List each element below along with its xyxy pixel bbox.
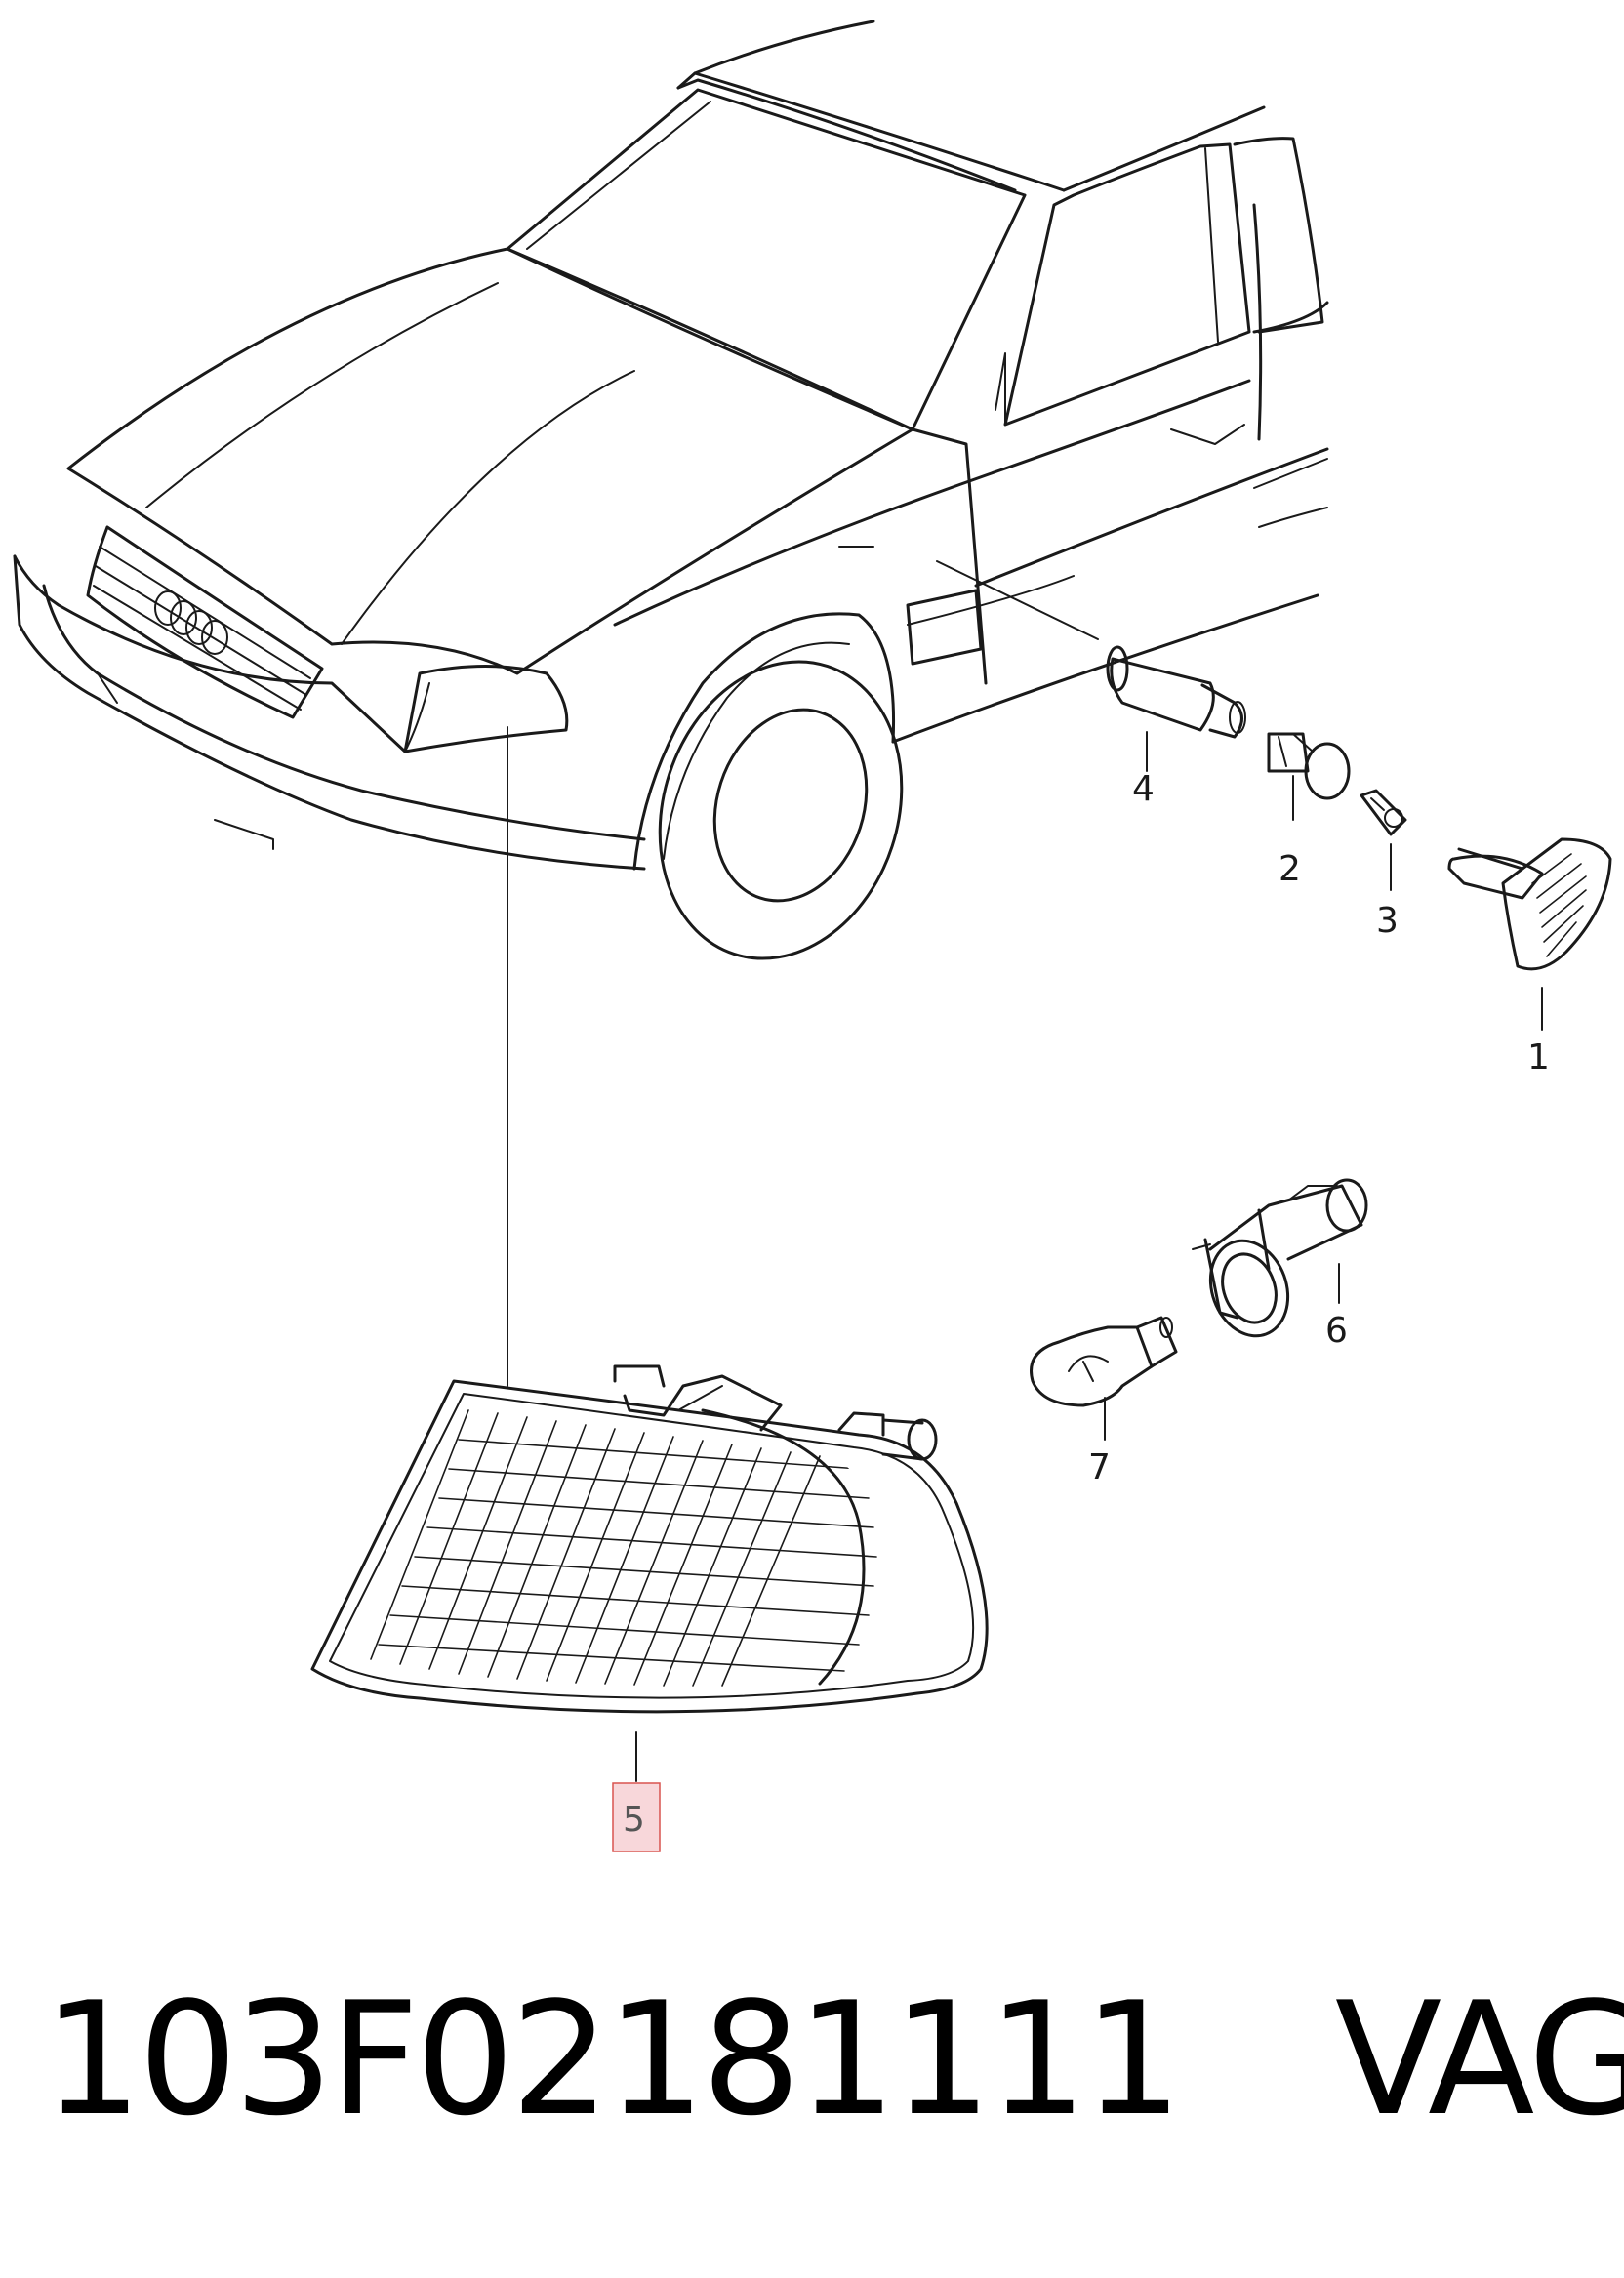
callout-4[interactable]: 4 <box>1132 769 1155 809</box>
callout-labels: 4 2 3 1 6 7 5 <box>612 769 1550 1852</box>
callout-1[interactable]: 1 <box>1527 1037 1550 1078</box>
callout-5-highlight[interactable] <box>612 1782 661 1852</box>
audi-logo <box>154 590 228 655</box>
lens-grid <box>370 1409 877 1687</box>
brand-name: VAG <box>1334 1968 1624 2150</box>
part-5-turn-signal-lamp <box>310 1364 989 1714</box>
leader-lines <box>507 560 1543 1782</box>
callout-5[interactable]: 5 <box>623 1800 645 1840</box>
callout-3[interactable]: 3 <box>1376 901 1399 941</box>
part-1-side-marker-light <box>1447 837 1612 971</box>
part-4-bulb-socket <box>1106 645 1246 739</box>
part-number-caption: 103F02181111 VAG <box>43 1962 1624 2157</box>
part-2-bulb-holder <box>1267 732 1351 800</box>
callout-2[interactable]: 2 <box>1279 849 1301 889</box>
callout-6[interactable]: 6 <box>1325 1311 1348 1351</box>
part-6-lamp-socket <box>1192 1178 1368 1338</box>
part-7-turn-signal-bulb <box>1030 1316 1178 1407</box>
part-3-wedge-bulb <box>1360 789 1407 836</box>
leader-4-body <box>936 560 1099 640</box>
part-number: 103F02181111 <box>43 1968 1183 2150</box>
callout-7[interactable]: 7 <box>1088 1447 1111 1487</box>
car-illustration <box>13 20 1329 960</box>
